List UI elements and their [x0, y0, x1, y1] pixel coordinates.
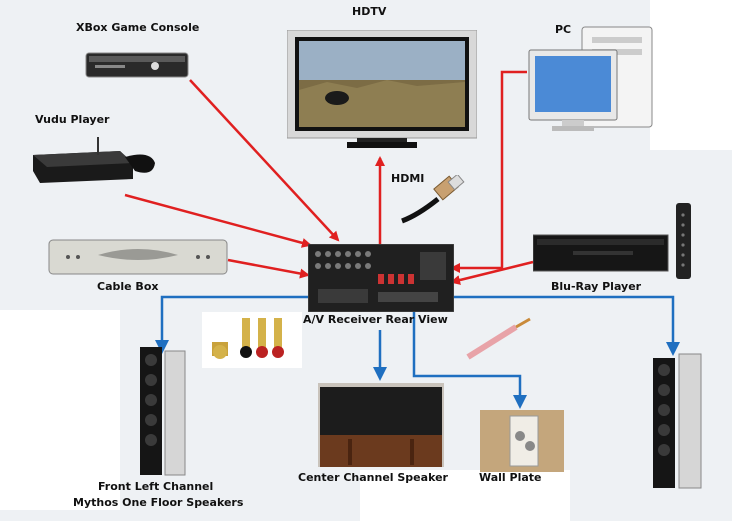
arrow-xbox-to-receiver — [189, 79, 340, 242]
hdtv-image — [287, 30, 477, 150]
cable-box-image — [48, 237, 228, 277]
label-center: Center Channel Speaker — [298, 471, 448, 484]
center-channel-speaker-image — [318, 383, 444, 467]
arrow-receiver-to-front-left — [160, 295, 310, 343]
label-hdtv: HDTV — [352, 5, 387, 18]
front-right-speakers-image — [637, 352, 719, 492]
label-pc: PC — [555, 23, 572, 36]
label-hdmi: HDMI — [391, 172, 425, 185]
label-cable: Cable Box — [97, 280, 159, 293]
wall-plate-image — [480, 410, 564, 472]
label-receiver: A/V Receiver Rear View — [303, 313, 448, 326]
xbox-console-image — [85, 50, 189, 80]
arrow-cable-to-receiver — [227, 258, 310, 279]
bluray-player-image — [533, 195, 695, 280]
arrow-pc-to-receiver — [450, 70, 527, 273]
label-bluray: Blu-Ray Player — [551, 280, 642, 293]
pc-image — [527, 25, 657, 135]
label-vudu: Vudu Player — [35, 113, 110, 126]
arrow-receiver-to-wall-plate — [412, 310, 522, 398]
av-receiver-rear-image — [308, 244, 454, 312]
label-mythos: Mythos One Floor Speakers — [73, 496, 244, 509]
arrow-bluray-to-receiver — [450, 260, 534, 285]
label-xbox: XBox Game Console — [76, 21, 200, 34]
vudu-player-image — [25, 135, 160, 195]
speaker-wire-image — [464, 313, 534, 361]
arrow-receiver-to-right-speaker — [452, 295, 675, 345]
label-front-left: Front Left Channel — [98, 480, 214, 493]
front-left-speakers-image — [120, 345, 200, 480]
label-wall-plate: Wall Plate — [479, 471, 542, 484]
binding-posts-image — [202, 312, 302, 368]
hdmi-cable-image — [398, 175, 470, 227]
arrow-vudu-to-receiver — [124, 193, 312, 248]
